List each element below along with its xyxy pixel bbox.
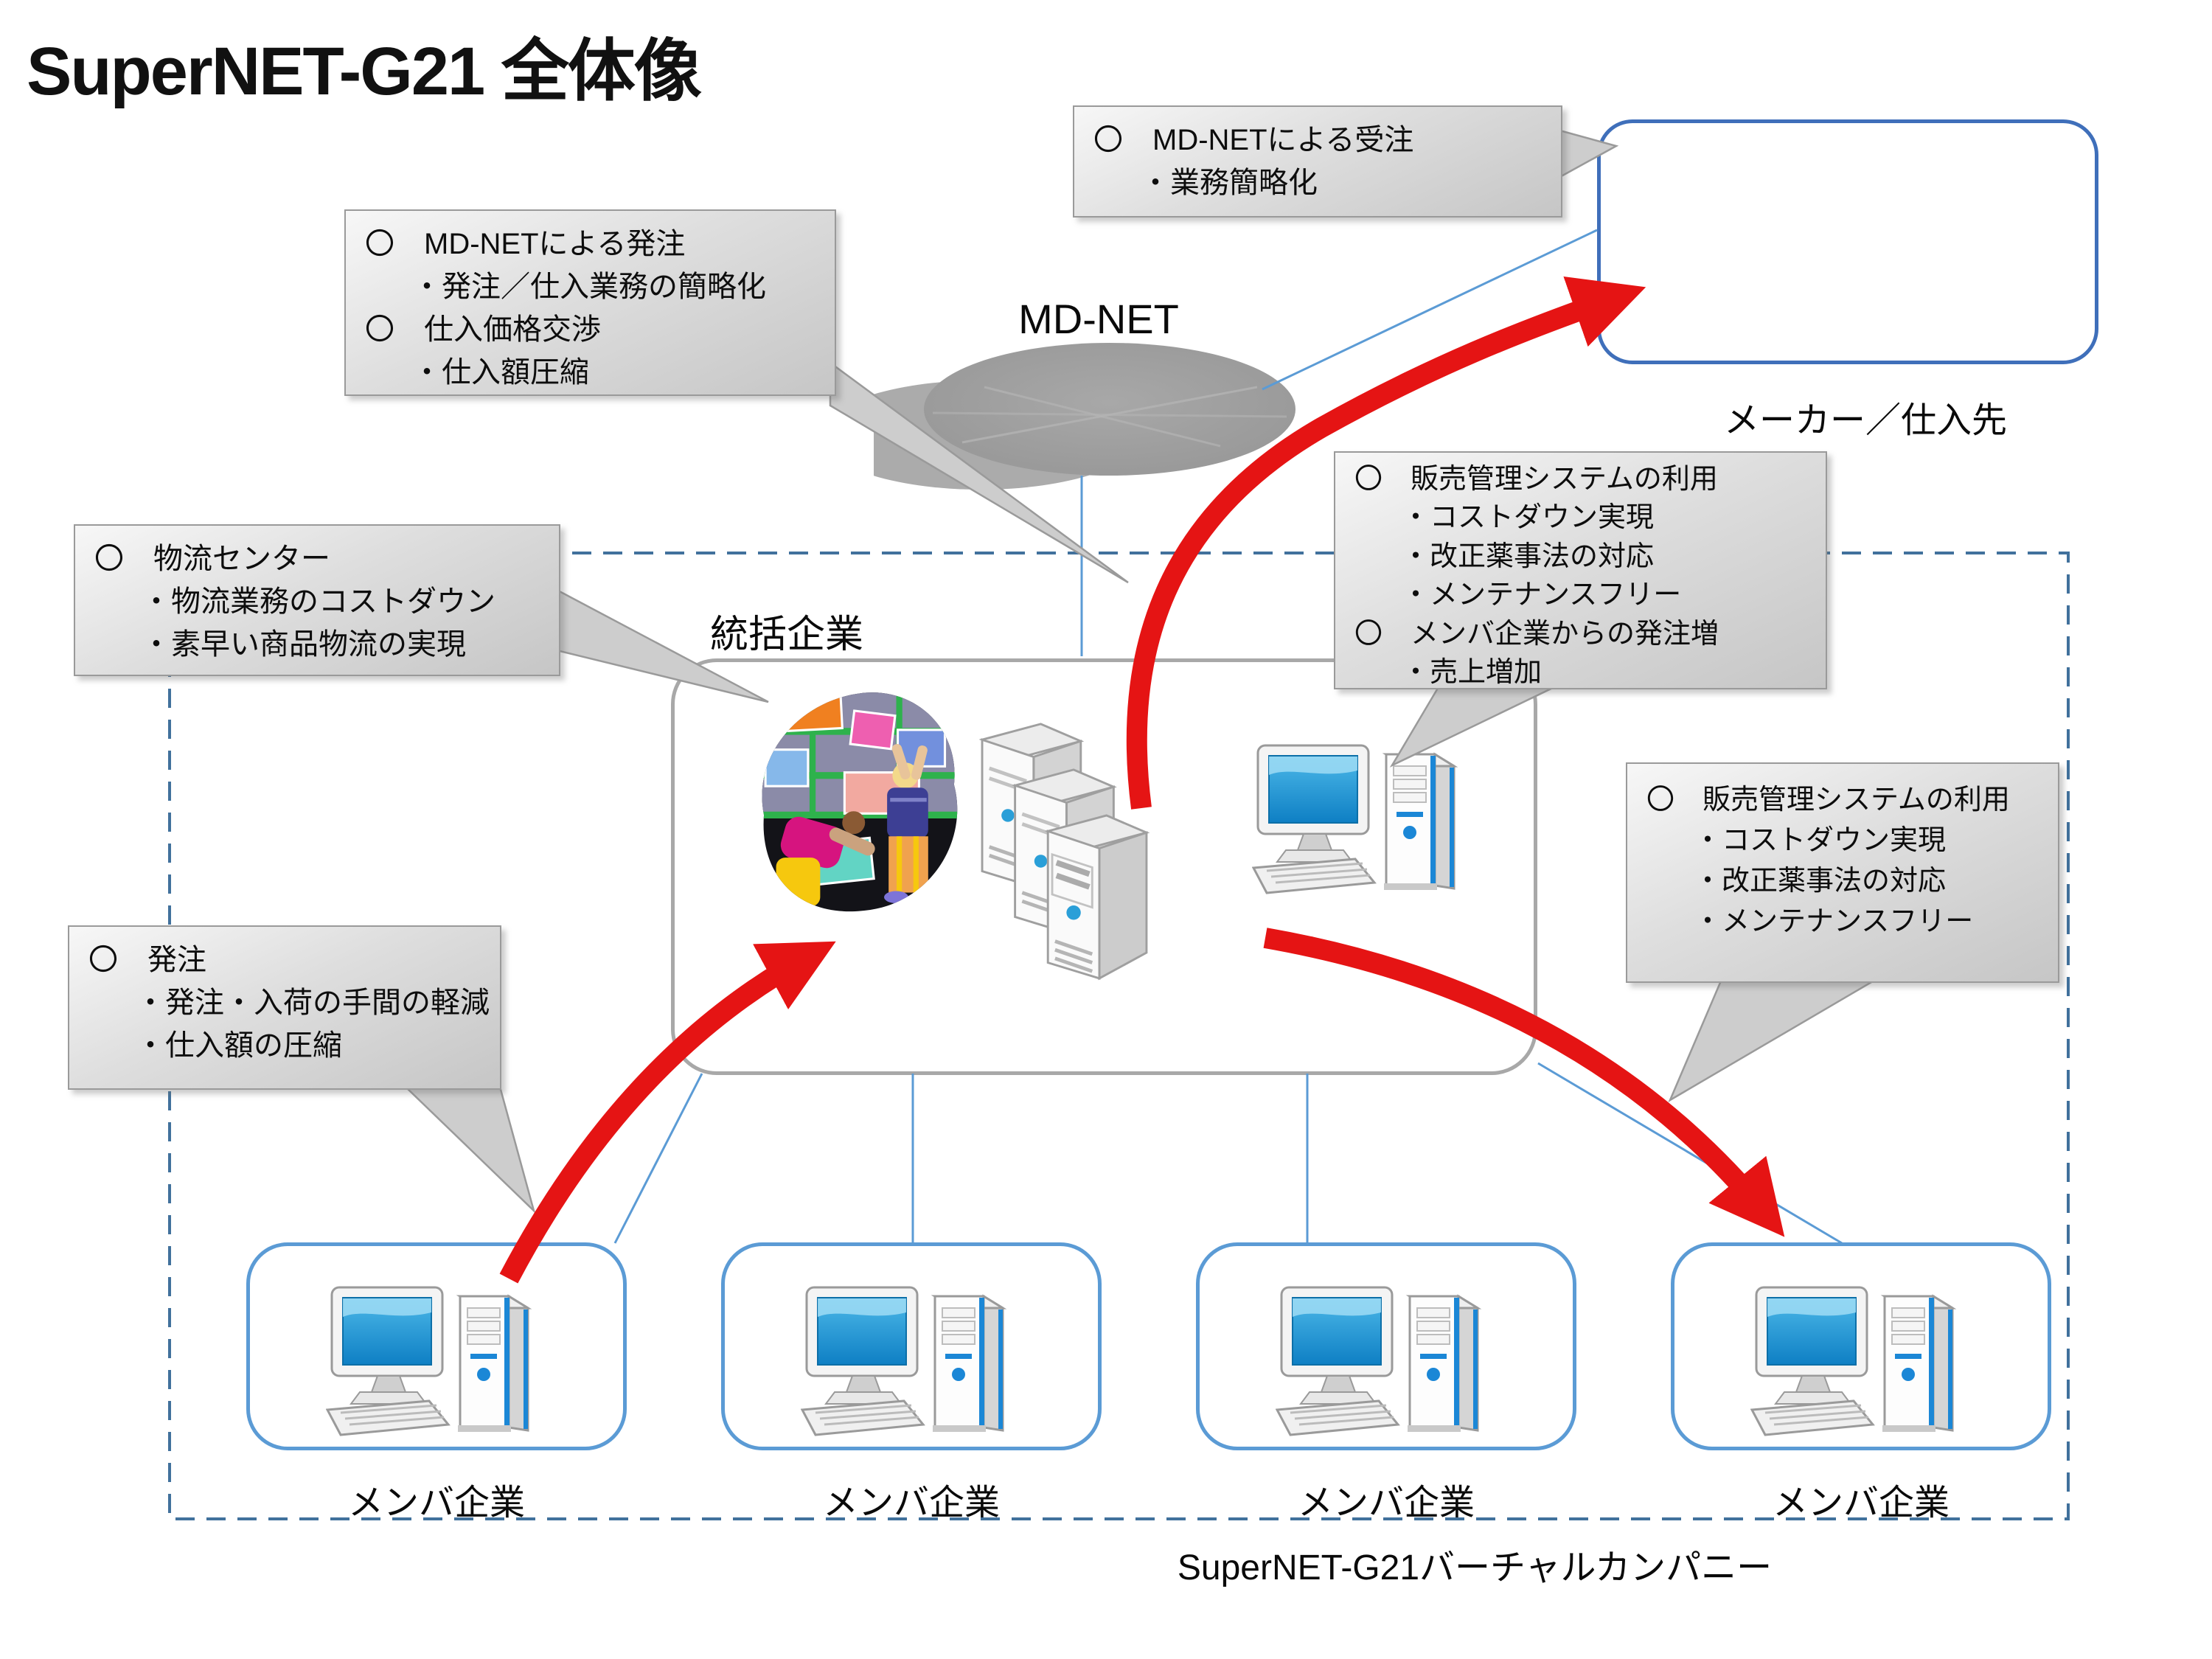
line-hq-to-member4: [1537, 1062, 1843, 1245]
virtual-company-label: SuperNET-G21バーチャルカンパニー: [1177, 1548, 1773, 1587]
member-label-3: メンバ企業: [1297, 1484, 1475, 1523]
callout-order: 〇 発注・発注・入荷の手間の軽減・仕入額の圧縮: [68, 925, 501, 1090]
hq-label: 統括企業: [710, 613, 864, 656]
callout-tail-sales-member: [1668, 978, 1880, 1102]
member-label-2: メンバ企業: [822, 1484, 1000, 1523]
maker-label: メーカー／仕入先: [1723, 401, 2007, 440]
callout-sales-hq: 〇 販売管理システムの利用・コストダウン実現・改正薬事法の対応・メンテナンスフリ…: [1334, 451, 1827, 689]
maker-box: [1597, 119, 2098, 364]
red-arrow-member1-to-hq: [499, 941, 836, 1284]
member-label-4: メンバ企業: [1772, 1484, 1950, 1523]
line-cloud-to-maker: [1262, 229, 1598, 391]
red-arrow-hq-to-maker: [1126, 276, 1646, 810]
callout-md-net-order: 〇 MD-NETによる発注・発注／仕入業務の簡略化〇 仕入価格交渉・仕入額圧縮: [344, 209, 836, 396]
callout-tail-md-net-order: [829, 361, 1129, 584]
callout-tail-order: [403, 1085, 536, 1214]
md-net-label: MD-NET: [1018, 296, 1179, 342]
red-arrow-hq-to-member4: [1263, 928, 1785, 1237]
callout-tail-logistics: [555, 588, 769, 703]
callout-sales-member: 〇 販売管理システムの利用・コストダウン実現・改正薬事法の対応・メンテナンスフリ…: [1626, 762, 2059, 983]
member-label-1: メンバ企業: [347, 1484, 525, 1523]
callout-tail-md-net-receive: [1556, 128, 1619, 181]
callout-logistics: 〇 物流センター・物流業務のコストダウン・素早い商品物流の実現: [74, 524, 560, 676]
callout-tail-sales-hq: [1389, 684, 1558, 768]
callout-md-net-receive: 〇 MD-NETによる受注・業務簡略化: [1073, 105, 1562, 218]
page-title: SuperNET-G21 全体像: [27, 34, 702, 109]
line-hq-to-member1: [613, 1073, 703, 1244]
